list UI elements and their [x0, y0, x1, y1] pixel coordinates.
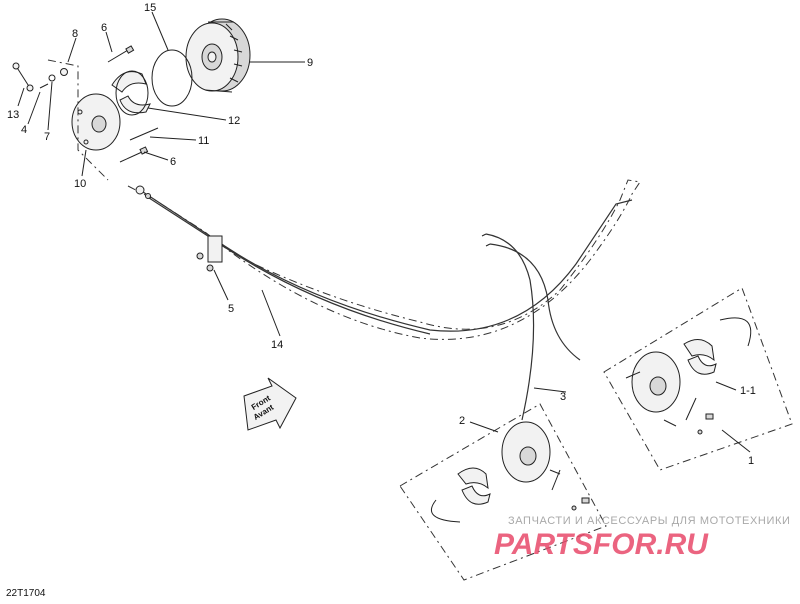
- brake-shoes-part-12: [111, 70, 151, 116]
- label-8: 8: [72, 28, 78, 40]
- label-11: 11: [198, 135, 209, 147]
- cable-bracket-part-5: [196, 235, 223, 272]
- label-14: 14: [271, 339, 283, 351]
- brake-assembly-group-2: [399, 403, 607, 581]
- label-12: 12: [228, 115, 240, 127]
- hub-group-outline: [47, 59, 109, 181]
- brake-lever-part-13: [12, 62, 34, 92]
- partsfor-watermark: ЗАПЧАСТИ И АКСЕССУАРЫ ДЛЯ МОТОТЕХНИКИ PA…: [494, 515, 790, 561]
- washer-part-8: [60, 68, 68, 76]
- pin-part-4: [39, 83, 49, 89]
- label-10: 10: [74, 178, 86, 190]
- label-1: 1: [748, 455, 754, 467]
- label-5: 5: [228, 303, 234, 315]
- watermark-tagline: ЗАПЧАСТИ И АКСЕССУАРЫ ДЛЯ МОТОТЕХНИКИ: [508, 515, 790, 527]
- brake-assembly-group-1: [603, 287, 793, 471]
- label-2: 2: [459, 415, 465, 427]
- label-15: 15: [144, 2, 156, 14]
- label-6-lower: 6: [170, 156, 176, 168]
- diagram-code: 22T1704: [6, 588, 46, 599]
- stud-part-11: [129, 127, 159, 141]
- brake-cable-part-14: [127, 179, 641, 340]
- seal-ring-part-15: [151, 49, 193, 107]
- front-direction-arrow: Front Avant: [243, 377, 297, 431]
- watermark-logo: PARTSFOR.RU: [494, 528, 709, 561]
- label-3: 3: [560, 391, 566, 403]
- label-4: 4: [21, 124, 27, 136]
- bolt-part-6-upper: [107, 45, 135, 63]
- label-13: 13: [7, 109, 19, 121]
- label-9: 9: [307, 57, 313, 69]
- label-1-1: 1-1: [740, 385, 756, 397]
- brake-drum-part-9: [185, 18, 251, 93]
- bolt-part-6-lower: [119, 146, 149, 163]
- brake-cable-part-3: [481, 233, 581, 421]
- backing-plate-part-10: [71, 93, 121, 151]
- label-6-upper: 6: [101, 22, 107, 34]
- label-7: 7: [44, 131, 50, 143]
- clip-part-7: [48, 74, 56, 82]
